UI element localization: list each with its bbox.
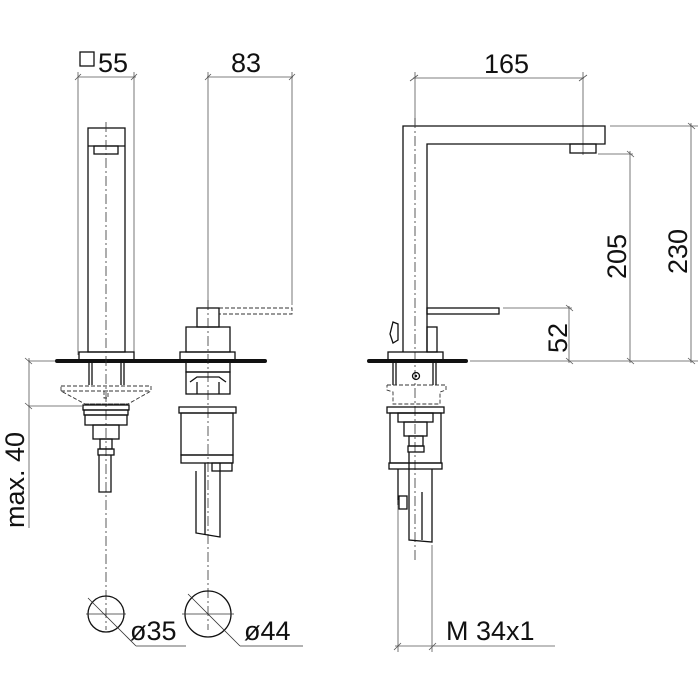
dim-total-height: 230 bbox=[663, 229, 693, 274]
dim-spout-reach: 165 bbox=[484, 49, 529, 79]
front-view-spout: 55 max. 40 bbox=[0, 48, 267, 647]
dim-hole-spout: ø35 bbox=[130, 616, 177, 646]
dim-handle-offset: 83 bbox=[231, 48, 261, 78]
dim-handle-height: 52 bbox=[543, 323, 573, 353]
dim-spout-outlet-height: 205 bbox=[602, 234, 632, 279]
dim-max-deck-thickness: max. 40 bbox=[0, 432, 30, 528]
side-view: 165 M 34 bbox=[367, 49, 698, 652]
dim-spout-square: 55 bbox=[98, 48, 128, 78]
dim-thread: M 34x1 bbox=[446, 616, 535, 646]
front-view-valve: 83 ø44 bbox=[178, 48, 303, 647]
dim-hole-valve: ø44 bbox=[244, 616, 291, 646]
square-symbol-icon bbox=[79, 51, 95, 67]
